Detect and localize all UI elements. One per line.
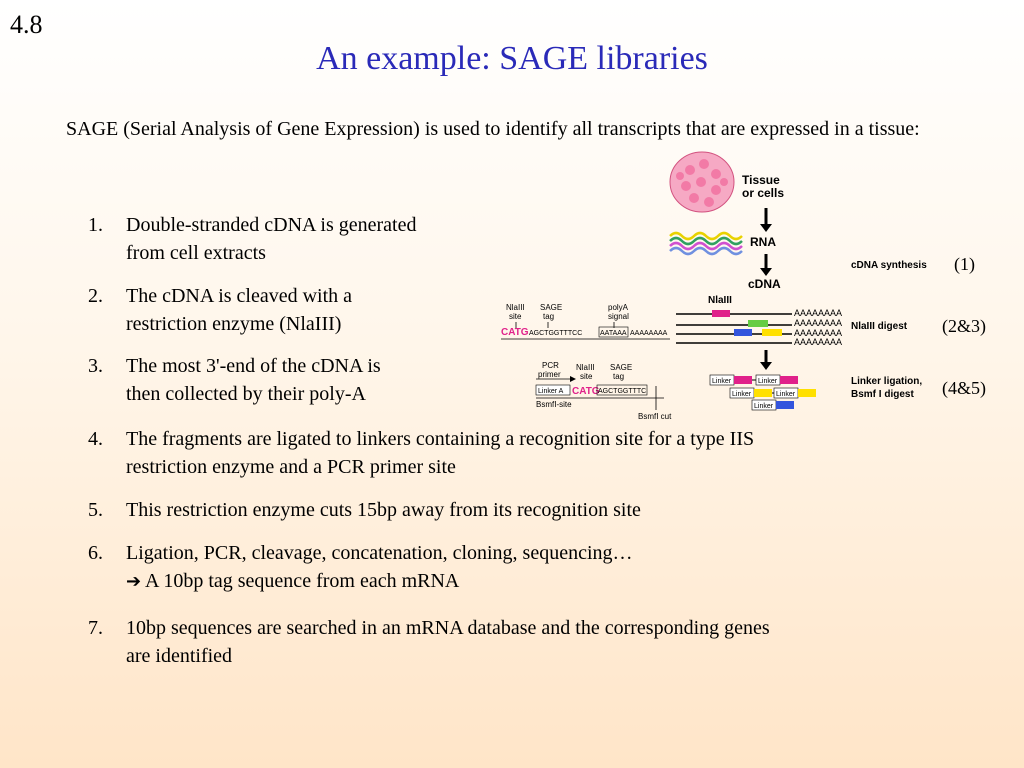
tissue-cells-illustration	[669, 151, 735, 213]
linker-label: Linker	[712, 378, 732, 385]
nlaiii-site-label-2: site	[509, 312, 522, 321]
linker-label: Linker	[754, 403, 774, 410]
sage-diagram: Tissue or cells RNA cDNA cDNA synthesis …	[501, 151, 927, 421]
right-arrow-icon: ➔	[126, 571, 142, 592]
polya-tail: AAAAAAAA	[794, 308, 842, 318]
arrow-head-icon	[760, 224, 772, 232]
catg-sequence: CATG	[572, 386, 600, 397]
sage-tag-label: SAGE	[610, 363, 632, 372]
nlaiii-site-label: NlaIII	[506, 303, 525, 312]
linker-label: Linker	[732, 391, 752, 398]
intro-text: SAGE (Serial Analysis of Gene Expression…	[66, 118, 920, 140]
step-number: 4.	[88, 428, 103, 450]
bsmfi-site-label: BsmfI-site	[536, 400, 572, 409]
step-number: 6.	[88, 542, 103, 564]
stage-label-4-5: (4&5)	[942, 378, 986, 398]
sage-tag-label-2: tag	[543, 312, 554, 321]
sage-tag-label: SAGE	[540, 303, 562, 312]
cdna-label: cDNA	[748, 277, 781, 291]
pcr-primer-label-2: primer	[538, 370, 561, 379]
polya-signal-label: polyA	[608, 303, 629, 312]
cdna-fragments	[676, 310, 792, 344]
bsmfi-cut-label: BsmfI cut	[638, 412, 672, 421]
step-text: This restriction enzyme cuts 15bp away f…	[126, 499, 641, 521]
linker-label: Linker	[776, 391, 796, 398]
polya-tail: AAAAAAAA	[794, 318, 842, 328]
pcr-primer-label: PCR	[542, 361, 559, 370]
cdna-synthesis-label: cDNA synthesis	[851, 260, 927, 271]
step-number: 2.	[88, 285, 103, 307]
rna-label: RNA	[750, 235, 776, 249]
step-number: 7.	[88, 617, 103, 639]
tag-sequence: AGCTGGTTTCC	[529, 330, 582, 337]
sage-tag-label-2: tag	[613, 372, 624, 381]
step-text: 10bp sequences are searched in an mRNA d…	[126, 617, 770, 667]
linker-fragments	[709, 374, 816, 411]
step-number: 1.	[88, 214, 103, 236]
step-text: The fragments are ligated to linkers con…	[126, 428, 755, 478]
tag-sequence-short: AGCTGGTTTC	[598, 388, 646, 395]
linker-ligation-label: Linker ligation,	[851, 376, 922, 387]
nlaiii-digest-label: NlaIII digest	[851, 321, 908, 332]
nlaiii-site-label-2: site	[580, 372, 593, 381]
linker-label: Linker	[758, 378, 778, 385]
polya-tail: AAAAAAAA	[794, 337, 842, 347]
step-number: 3.	[88, 355, 103, 377]
bsmf-digest-label: Bsmf I digest	[851, 389, 914, 400]
polya-tail: AAAAAAAA	[794, 328, 842, 338]
tissue-label: Tissue	[742, 173, 780, 187]
stage-label-2-3: (2&3)	[942, 316, 986, 336]
tissue-label-2: or cells	[742, 186, 784, 200]
linker-a-label: Linker A	[538, 388, 564, 395]
nlaiii-site-label: NlaIII	[576, 363, 595, 372]
arrow-head-icon	[760, 362, 772, 370]
step-text: Ligation, PCR, cleavage, concatenation, …	[126, 542, 633, 592]
stage-label-1: (1)	[954, 254, 975, 274]
nlaiii-label: NlaIII	[708, 295, 732, 306]
polya-sequence: AAAAAAAA	[630, 330, 668, 337]
polya-signal-label-2: signal	[608, 312, 629, 321]
slide-title: An example: SAGE libraries	[316, 40, 708, 77]
rna-strands-illustration	[669, 231, 743, 256]
step-number: 5.	[88, 499, 103, 521]
catg-sequence: CATG	[501, 327, 529, 338]
slide-number: 4.8	[10, 10, 43, 39]
aataaa-sequence: AATAAA	[600, 330, 627, 337]
arrow-head-icon	[760, 268, 772, 276]
